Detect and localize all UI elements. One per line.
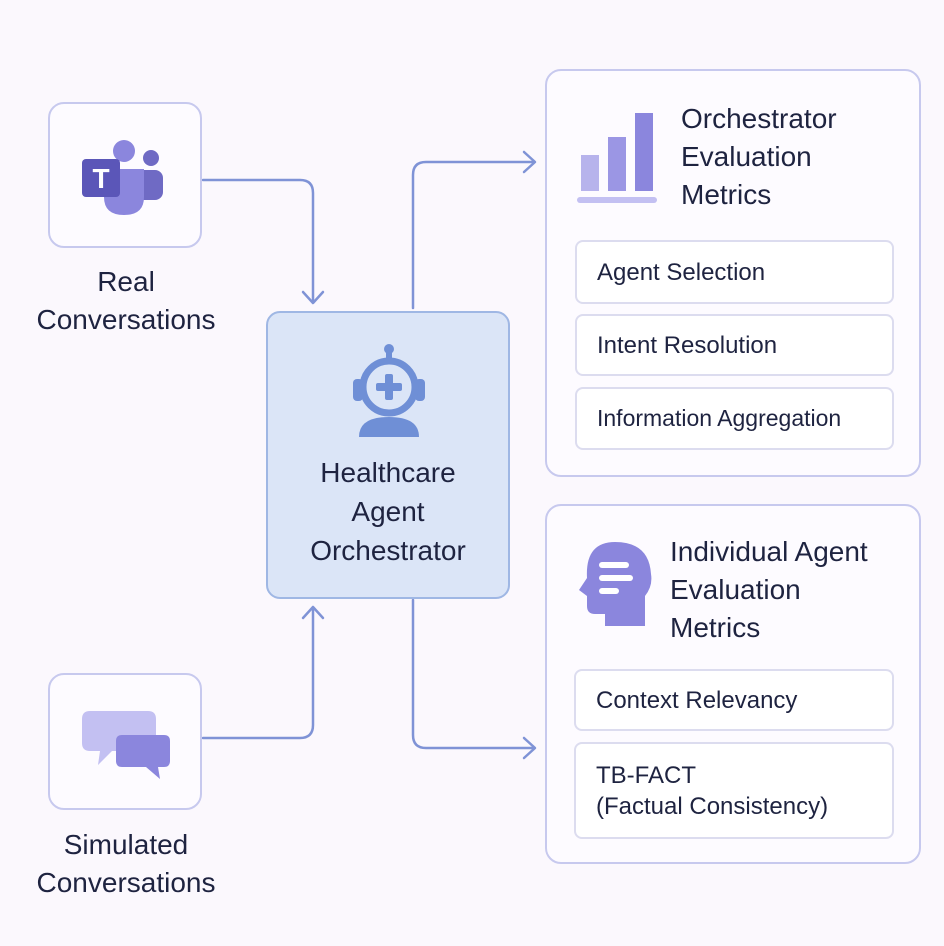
metric-information-aggregation: Information Aggregation <box>575 387 894 450</box>
orchestrator-panel-title: Orchestrator Evaluation Metrics <box>681 103 837 210</box>
head-profile-icon <box>579 542 652 626</box>
connector-center-to-orchestrator-panel <box>411 160 536 310</box>
simulated-conversations-label: Simulated Conversations <box>36 829 216 898</box>
orchestrator-metrics-panel: Orchestrator Evaluation Metrics Agent Se… <box>545 69 921 477</box>
connector-simulated-to-center <box>201 606 315 740</box>
chat-bubbles-icon <box>82 711 170 779</box>
agent-metrics-panel: Individual Agent Evaluation Metrics Cont… <box>545 504 921 864</box>
metric-intent-resolution: Intent Resolution <box>575 314 894 376</box>
medical-robot-icon <box>353 344 425 437</box>
teams-icon: T <box>82 140 163 215</box>
metric-agent-selection: Agent Selection <box>575 240 894 304</box>
metric-context-relevancy: Context Relevancy <box>574 669 894 731</box>
arrowhead-right-bottom <box>522 736 537 760</box>
simulated-conversations-card <box>48 673 202 810</box>
svg-text:T: T <box>92 163 109 194</box>
bar-chart-icon <box>577 113 657 203</box>
arrowhead-up <box>301 605 325 620</box>
center-title: Healthcare Agent Orchestrator <box>310 457 466 566</box>
healthcare-agent-orchestrator-node: Healthcare Agent Orchestrator <box>266 311 510 599</box>
agent-panel-title: Individual Agent Evaluation Metrics <box>670 536 868 643</box>
connector-center-to-agent-panel <box>411 598 536 750</box>
arrowhead-right-top <box>522 150 537 174</box>
metric-tb-fact: TB-FACT (Factual Consistency) <box>574 742 894 839</box>
real-conversations-label: Real Conversations <box>36 266 216 335</box>
real-conversations-card: T <box>48 102 202 248</box>
arrowhead-down <box>301 290 325 305</box>
connector-real-to-center <box>201 178 315 304</box>
